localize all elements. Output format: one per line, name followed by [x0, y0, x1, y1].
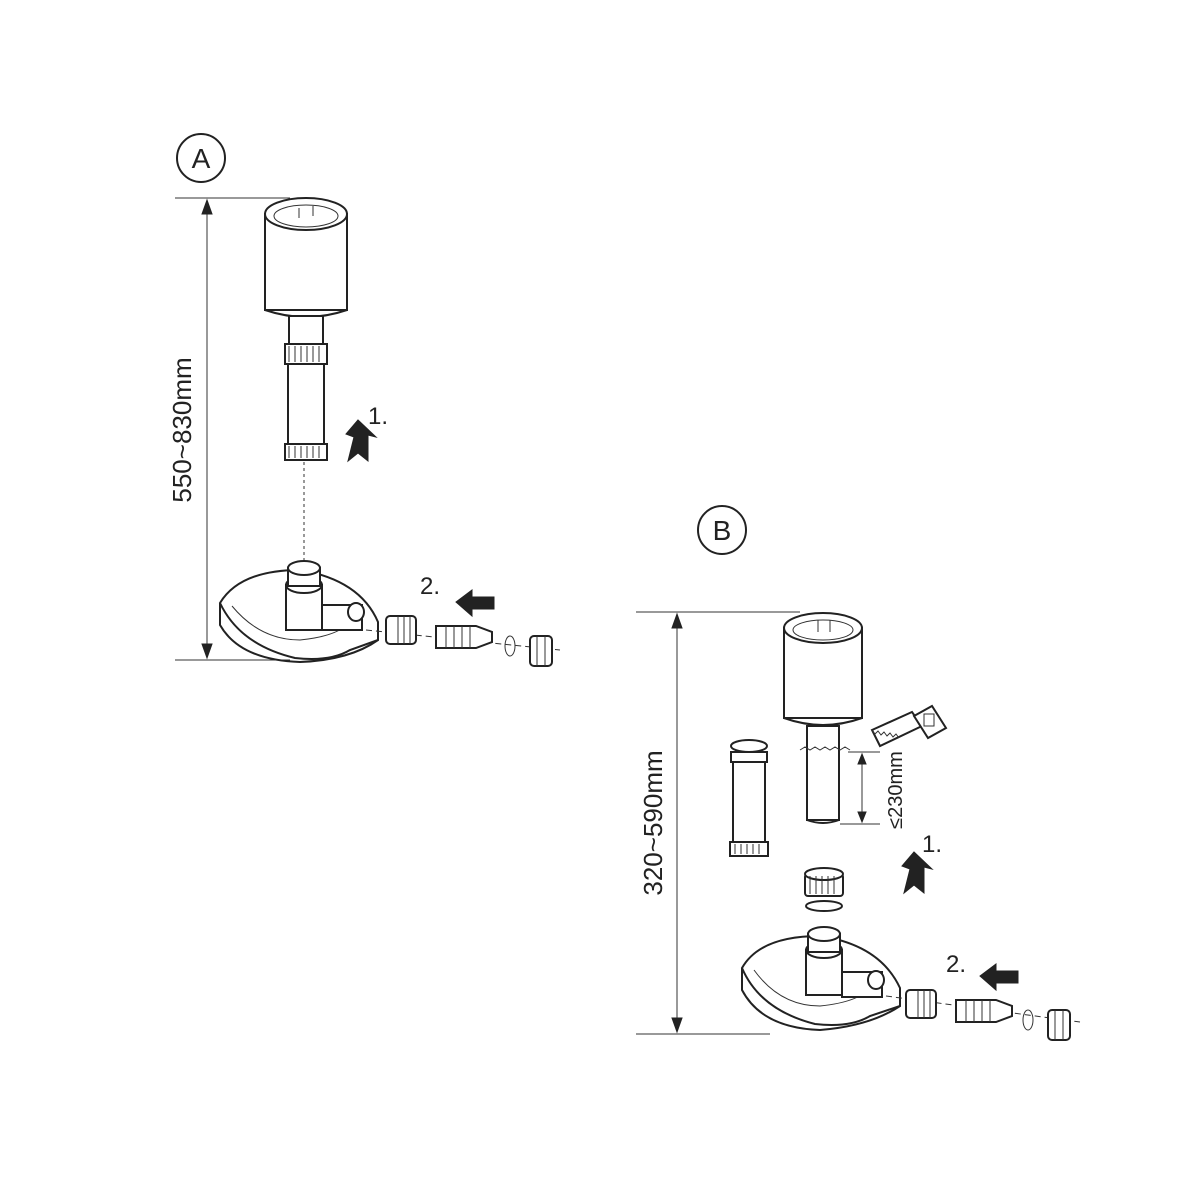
panel-b-skimmer-head	[783, 612, 863, 726]
panel-a-telescopic-tube	[284, 315, 328, 461]
panel-b: B 320~590mm	[636, 505, 1081, 1041]
panel-b-step-1: 1.	[901, 831, 942, 895]
panel-a-height-dimension: 550~830mm	[167, 197, 290, 661]
panel-b-badge: B	[697, 505, 747, 555]
panel-a-height-label: 550~830mm	[167, 357, 197, 502]
panel-b-step-2-label: 2.	[946, 951, 966, 978]
panel-a-step-2: 2.	[420, 573, 495, 618]
panel-a-badge-label: A	[192, 143, 211, 174]
panel-b-cut-tube	[799, 725, 851, 824]
panel-b-fittings	[885, 989, 1081, 1041]
panel-b-cut-dimension: ≤230mm	[840, 751, 907, 829]
panel-b-height-dimension: 320~590mm	[636, 611, 800, 1035]
panel-a-base	[218, 560, 379, 664]
panel-b-badge-label: B	[713, 515, 732, 546]
arrow-left-icon	[979, 963, 1019, 992]
panel-a-skimmer-head	[264, 197, 348, 318]
arrow-down-icon	[345, 419, 378, 463]
arrow-down-icon	[901, 851, 934, 895]
panel-b-cut-label: ≤230mm	[885, 751, 907, 829]
panel-a-badge: A	[176, 133, 226, 183]
panel-a-step-2-label: 2.	[420, 573, 440, 600]
saw-icon	[870, 704, 948, 748]
panel-b-height-label: 320~590mm	[638, 750, 668, 895]
panel-b-step-1-label: 1.	[922, 831, 942, 858]
arrow-left-icon	[455, 589, 495, 618]
panel-b-nut-ring	[804, 867, 844, 912]
panel-b-step-2: 2.	[946, 951, 1019, 992]
panel-a: A 550~830mm	[167, 133, 561, 667]
panel-a-fittings	[365, 615, 561, 667]
panel-a-step-1: 1.	[345, 403, 388, 463]
panel-b-base	[740, 926, 901, 1032]
panel-a-step-1-label: 1.	[368, 403, 388, 430]
panel-b-spare-tube	[729, 739, 769, 857]
